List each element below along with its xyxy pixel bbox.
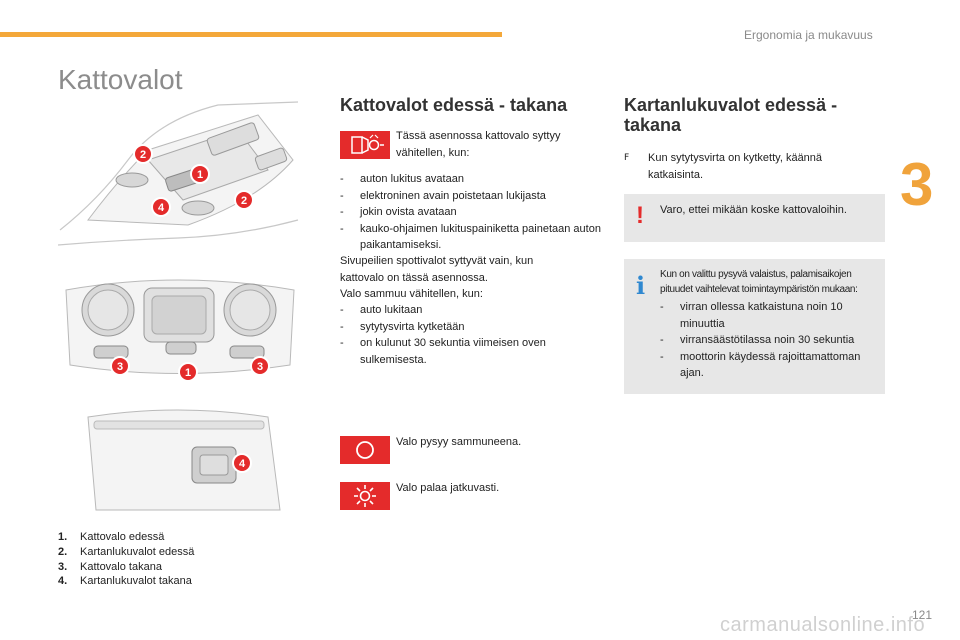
- info-text: Kun on valittu pysyvä valaistus, palamis…: [660, 269, 858, 295]
- svg-text:1: 1: [185, 367, 191, 379]
- svg-text:2: 2: [140, 149, 146, 161]
- svg-text:4: 4: [158, 202, 165, 214]
- bullet-icon: F: [624, 153, 630, 163]
- legend-item: 2.Kartanlukuvalot edessä: [58, 545, 195, 558]
- callout-badge: 4: [151, 197, 171, 217]
- off-intro: Valo sammuu vähitellen, kun:: [340, 288, 483, 300]
- list-item: auto lukitaan: [340, 302, 606, 319]
- off-conditions-list: auto lukitaan sytytysvirta kytketään on …: [340, 302, 606, 368]
- auto-mode-text: Tässä asennossa kattovalo syttyy vähitel…: [396, 130, 561, 159]
- list-item: kauko-ohjaimen lukituspainiketta paineta…: [340, 221, 606, 254]
- svg-text:2: 2: [241, 195, 247, 207]
- info-list: virran ollessa katkaistuna noin 10 minuu…: [660, 299, 882, 382]
- legend-item: 3.Kattovalo takana: [58, 560, 162, 573]
- list-item: elektroninen avain poistetaan lukijasta: [340, 188, 606, 205]
- circle-off-icon: [340, 436, 390, 464]
- svg-text:3: 3: [257, 361, 263, 373]
- page-number: 121: [912, 608, 933, 622]
- rear-console-illustration: 3 1 3: [65, 279, 295, 382]
- front-console-illustration: 2 1 4 2: [58, 101, 299, 246]
- warning-icon: !: [636, 202, 644, 229]
- callout-badge: 3: [250, 356, 270, 376]
- callout-badge: 3: [110, 356, 130, 376]
- watermark: carmanualsonline.info: [720, 614, 926, 636]
- door-lamp-icon: [340, 131, 390, 159]
- on-conditions-list: auton lukitus avataan elektroninen avain…: [340, 171, 606, 254]
- page-title: Kattovalot: [58, 64, 183, 95]
- spot-note: Sivupeilien spottivalot syttyvät vain, k…: [340, 255, 534, 284]
- svg-text:1: 1: [197, 169, 203, 181]
- bullet-text: Kun sytytysvirta on kytketty, käännä kat…: [648, 152, 823, 181]
- warning-box: ! Varo, ettei mikään koske kattovaloihin…: [624, 194, 885, 242]
- sun-on-icon: [340, 482, 390, 510]
- info-icon: i: [636, 271, 646, 300]
- svg-text:4: 4: [239, 458, 246, 470]
- section-header: Ergonomia ja mukavuus: [744, 28, 873, 42]
- front-rear-section: Kattovalot edessä - takana: [340, 95, 610, 115]
- callout-badge: 2: [234, 190, 254, 210]
- warning-text: Varo, ettei mikään koske kattovaloihin.: [660, 204, 847, 216]
- chapter-number: 3: [900, 151, 934, 218]
- section-heading: Kartanlukuvalot edessä - takana: [624, 95, 838, 135]
- legend-item: 4.Kartanlukuvalot takana: [58, 575, 192, 588]
- on-mode-text: Valo palaa jatkuvasti.: [396, 482, 500, 494]
- callout-badge: 2: [133, 144, 153, 164]
- accent-bar: [0, 32, 502, 37]
- list-item: auton lukitus avataan: [340, 171, 606, 188]
- callout-badge: 1: [178, 362, 198, 382]
- list-item: on kulunut 30 sekuntia viimeisen oven su…: [340, 335, 606, 368]
- off-mode-text: Valo pysyy sammuneena.: [396, 436, 522, 448]
- callout-badge: 1: [190, 164, 210, 184]
- list-item: sytytysvirta kytketään: [340, 319, 606, 336]
- svg-text:3: 3: [117, 361, 123, 373]
- list-item: jokin ovista avataan: [340, 204, 606, 221]
- legend-item: 1.Kattovalo edessä: [58, 531, 165, 543]
- legend-list: 1.Kattovalo edessä 2.Kartanlukuvalot ede…: [58, 530, 194, 589]
- callout-badge: 4: [232, 453, 252, 473]
- map-lights-section: Kartanlukuvalot edessä - takana: [624, 95, 886, 135]
- list-item: moottorin käydessä rajoittamattoman ajan…: [660, 349, 882, 382]
- rear-map-light-illustration: 4: [87, 409, 281, 511]
- info-box: i Kun on valittu pysyvä valaistus, palam…: [624, 259, 885, 394]
- list-item: virran ollessa katkaistuna noin 10 minuu…: [660, 299, 882, 332]
- section-heading: Kattovalot edessä - takana: [340, 95, 568, 115]
- list-item: virransäästötilassa noin 30 sekuntia: [660, 332, 882, 349]
